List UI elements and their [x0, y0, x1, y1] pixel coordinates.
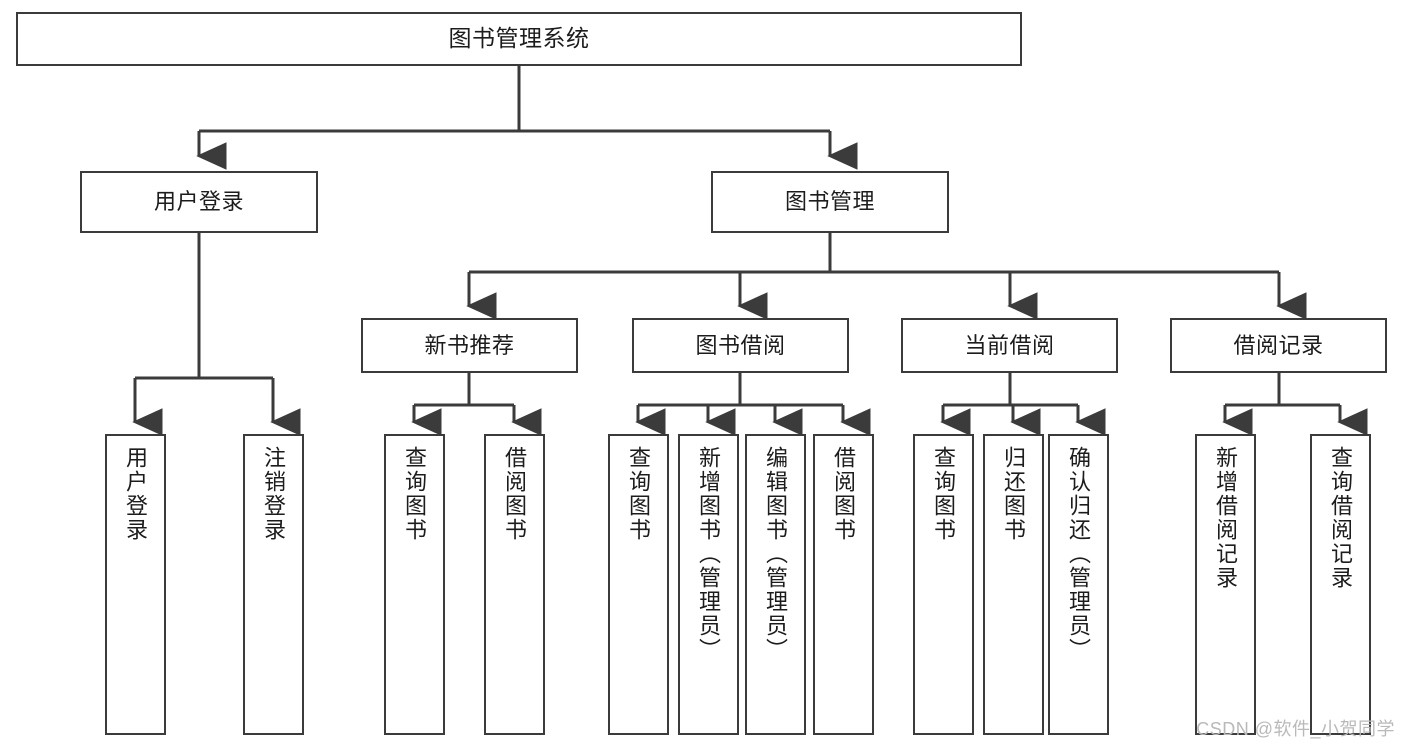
node-label: 图书管理 [784, 189, 875, 215]
node-label: 确认归还（管理员） [1066, 446, 1092, 662]
node-label: 查询借阅记录 [1328, 446, 1354, 590]
node-book-borrow[interactable]: 图书借阅 [632, 318, 849, 373]
node-label: 图书管理系统 [448, 25, 590, 52]
node-label: 借阅图书 [831, 446, 857, 542]
node-label: 借阅图书 [502, 446, 528, 542]
leaf-logout-login[interactable]: 注销登录 [243, 434, 304, 735]
leaf-query-book-borrow[interactable]: 查询图书 [608, 434, 669, 735]
leaf-add-borrow-record[interactable]: 新增借阅记录 [1195, 434, 1256, 735]
leaf-user-login[interactable]: 用户登录 [105, 434, 166, 735]
leaf-add-book[interactable]: 新增图书（管理员） [678, 434, 739, 735]
node-label: 用户登录 [153, 189, 244, 215]
node-label: 编辑图书（管理员） [763, 446, 789, 662]
node-label: 用户登录 [123, 446, 149, 542]
node-new-book-recommend[interactable]: 新书推荐 [361, 318, 578, 373]
node-label: 归还图书 [1001, 446, 1027, 542]
leaf-borrow-book-recommend[interactable]: 借阅图书 [484, 434, 545, 735]
node-label: 新增图书（管理员） [696, 446, 722, 662]
leaf-edit-book[interactable]: 编辑图书（管理员） [745, 434, 806, 735]
leaf-confirm-return[interactable]: 确认归还（管理员） [1048, 434, 1109, 735]
node-label: 新书推荐 [424, 332, 515, 358]
leaf-borrow-book[interactable]: 借阅图书 [813, 434, 874, 735]
node-label: 查询图书 [931, 446, 957, 542]
node-user-login[interactable]: 用户登录 [80, 171, 318, 233]
leaf-return-book[interactable]: 归还图书 [983, 434, 1044, 735]
node-current-borrow[interactable]: 当前借阅 [901, 318, 1118, 373]
node-root-system[interactable]: 图书管理系统 [16, 12, 1022, 66]
node-label: 图书借阅 [695, 332, 786, 358]
node-label: 当前借阅 [964, 332, 1055, 358]
watermark: CSDN @软件_小贺同学 [1196, 719, 1395, 739]
node-label: 新增借阅记录 [1213, 446, 1239, 590]
node-label: 查询图书 [402, 446, 428, 542]
node-label: 查询图书 [626, 446, 652, 542]
node-book-manage[interactable]: 图书管理 [711, 171, 949, 233]
node-label: 注销登录 [261, 446, 287, 542]
leaf-query-book-current[interactable]: 查询图书 [913, 434, 974, 735]
node-label: 借阅记录 [1233, 332, 1324, 358]
leaf-query-borrow-record[interactable]: 查询借阅记录 [1310, 434, 1371, 735]
node-borrow-record[interactable]: 借阅记录 [1170, 318, 1387, 373]
leaf-query-book-recommend[interactable]: 查询图书 [384, 434, 445, 735]
